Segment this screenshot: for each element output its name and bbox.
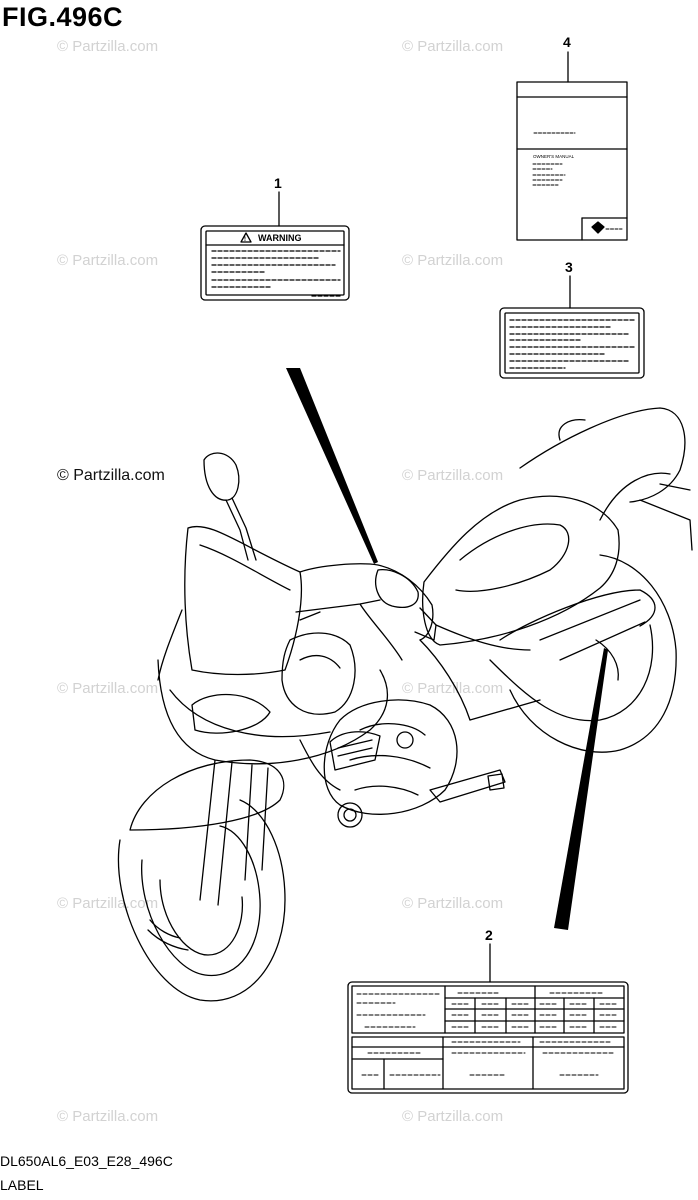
- pointer-wedge-label-1: [286, 368, 378, 564]
- watermark: © Partzilla.com: [402, 38, 504, 55]
- watermark: © Partzilla.com: [57, 895, 159, 912]
- pointer-wedge-label-2: [554, 648, 608, 930]
- watermark: © Partzilla.com: [57, 1108, 159, 1125]
- warning-exclamation-icon: !: [244, 237, 246, 243]
- owners-manual-heading: OWNER'S MANUAL: [533, 154, 575, 159]
- callout-1: 1: [274, 175, 282, 191]
- watermark: © Partzilla.com: [57, 38, 159, 55]
- callout-4: 4: [563, 34, 571, 50]
- part-4-owners-manual: [516, 51, 628, 241]
- watermark: © Partzilla.com: [402, 252, 504, 269]
- watermark: © Partzilla.com: [402, 680, 504, 697]
- part-1-warning-label: [200, 191, 350, 301]
- part-3-caution-label: [499, 275, 645, 379]
- motorcycle-outline: [117, 407, 693, 1002]
- watermark: © Partzilla.com: [57, 680, 159, 697]
- figure-title: FIG.496C: [2, 2, 124, 32]
- part-2-information-label: [347, 943, 629, 1094]
- watermark: © Partzilla.com: [402, 467, 504, 484]
- callout-3: 3: [565, 259, 573, 275]
- figure-caption: LABEL: [0, 1177, 44, 1193]
- watermark: © Partzilla.com: [57, 467, 165, 484]
- watermark: © Partzilla.com: [402, 895, 504, 912]
- callout-2: 2: [485, 927, 493, 943]
- watermark: © Partzilla.com: [57, 252, 159, 269]
- watermark: © Partzilla.com: [402, 1108, 504, 1125]
- warning-heading: WARNING: [258, 233, 302, 243]
- figure-code: DL650AL6_E03_E28_496C: [0, 1153, 173, 1169]
